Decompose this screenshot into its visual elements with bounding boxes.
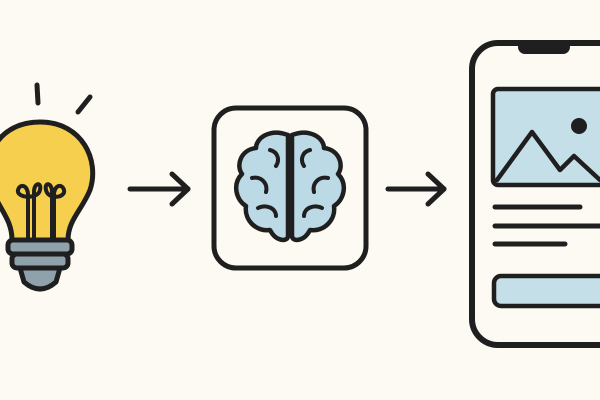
arrow-right-icon <box>385 171 447 207</box>
brain-hemispheres <box>233 130 347 243</box>
bulb-filament <box>16 182 67 242</box>
arrow-right-icon <box>127 171 191 207</box>
button-placeholder <box>491 273 600 309</box>
image-placeholder <box>490 86 600 188</box>
smartphone-icon <box>469 40 600 348</box>
bulb-glass <box>0 119 96 243</box>
light-ray <box>34 82 41 106</box>
sun-icon <box>571 118 587 134</box>
lightbulb-icon <box>0 82 96 292</box>
bulb-tip <box>17 265 63 292</box>
light-ray <box>75 94 93 115</box>
mountain-icon <box>494 129 600 183</box>
brain-folds <box>250 148 330 218</box>
brain-icon <box>211 105 369 271</box>
phone-notch <box>518 40 570 54</box>
